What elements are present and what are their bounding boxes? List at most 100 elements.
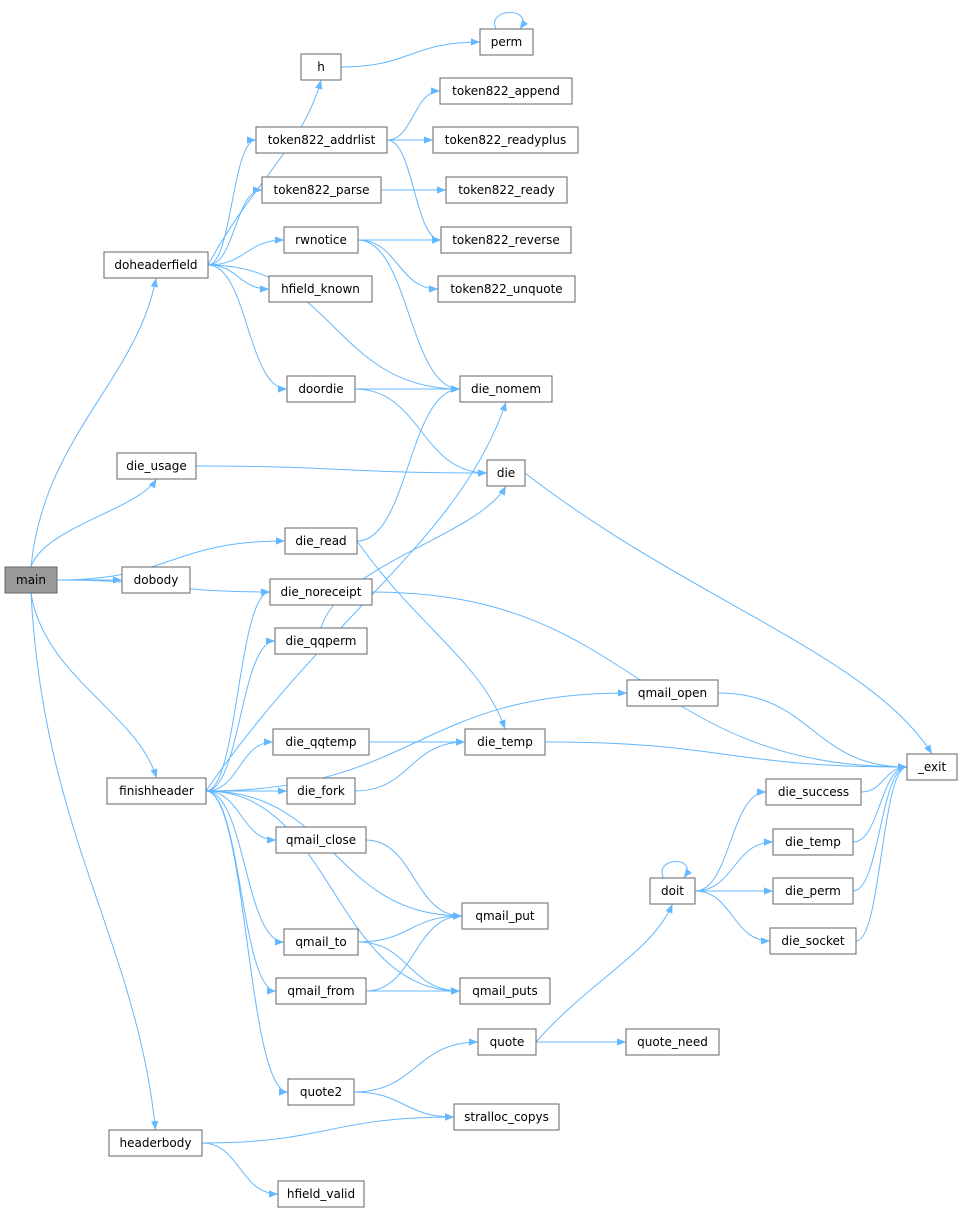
node-hfield_known[interactable]: hfield_known xyxy=(268,275,373,303)
node-box xyxy=(440,226,572,254)
edge-qmail_open-to-_exit xyxy=(717,692,908,771)
node-main[interactable]: main xyxy=(4,566,58,594)
node-token822_readyplus[interactable]: token822_readyplus xyxy=(432,126,579,154)
node-label: doheaderfield xyxy=(114,258,197,272)
node-die_read[interactable]: die_read xyxy=(284,527,358,555)
node-label: doit xyxy=(661,884,684,898)
node-box xyxy=(103,251,209,279)
node-token822_parse[interactable]: token822_parse xyxy=(261,176,382,204)
node-box xyxy=(464,728,546,756)
node-qmail_from[interactable]: qmail_from xyxy=(275,977,367,1005)
node-label: die_perm xyxy=(785,884,841,898)
node-label: qmail_close xyxy=(286,833,356,847)
edge-finishheader-to-qmail_to xyxy=(205,790,285,946)
node-qmail_open[interactable]: qmail_open xyxy=(626,679,719,707)
node-qmail_to[interactable]: qmail_to xyxy=(283,928,359,956)
node-box xyxy=(108,1129,203,1157)
node-label: die_success xyxy=(778,785,849,799)
node-die_nomem[interactable]: die_nomem xyxy=(459,375,553,403)
node-box xyxy=(286,375,356,403)
node-box xyxy=(261,176,382,204)
edge-doit-to-die_success xyxy=(694,788,767,892)
edge-finishheader-to-qmail_puts xyxy=(205,790,461,995)
node-stralloc_copys[interactable]: stralloc_copys xyxy=(453,1103,560,1131)
node-box xyxy=(116,452,197,480)
node-token822_unquote[interactable]: token822_unquote xyxy=(437,275,576,303)
node-box xyxy=(300,53,342,81)
node-doheaderfield[interactable]: doheaderfield xyxy=(103,251,209,279)
node-die_qqtemp[interactable]: die_qqtemp xyxy=(272,728,370,756)
node-qmail_close[interactable]: qmail_close xyxy=(275,826,367,854)
node-label: token822_parse xyxy=(274,183,370,197)
node-token822_ready[interactable]: token822_ready xyxy=(445,176,568,204)
edge-doheaderfield-to-doordie xyxy=(207,264,288,393)
node-label: qmail_from xyxy=(287,984,354,998)
node-die_fork[interactable]: die_fork xyxy=(286,777,356,805)
node-token822_reverse[interactable]: token822_reverse xyxy=(440,226,572,254)
node-box xyxy=(275,977,367,1005)
edge-main-to-headerbody xyxy=(30,592,159,1131)
node-box xyxy=(772,828,854,856)
node-finishheader[interactable]: finishheader xyxy=(106,777,207,805)
edge-die_usage-to-die xyxy=(195,465,488,477)
node-qmail_puts[interactable]: qmail_puts xyxy=(459,977,551,1005)
node-box xyxy=(255,126,388,154)
node-quote2[interactable]: quote2 xyxy=(287,1078,355,1106)
node-box xyxy=(432,126,579,154)
edge-doit-to-die_socket xyxy=(694,890,771,945)
node-die_temp[interactable]: die_temp xyxy=(464,728,546,756)
node-qmail_put[interactable]: qmail_put xyxy=(461,902,549,930)
node-die_success[interactable]: die_success xyxy=(765,778,862,806)
edges-layer xyxy=(30,12,933,1198)
edge-die_perm-to-_exit xyxy=(852,763,908,892)
node-label: qmail_open xyxy=(638,686,707,700)
edge-main-to-die_usage xyxy=(30,478,157,568)
node-box xyxy=(477,1028,537,1056)
node-token822_addrlist[interactable]: token822_addrlist xyxy=(255,126,388,154)
node-die_socket[interactable]: die_socket xyxy=(769,927,857,955)
edge-qmail_to-to-qmail_puts xyxy=(357,941,461,995)
node-quote[interactable]: quote xyxy=(477,1028,537,1056)
edge-headerbody-to-stralloc_copys xyxy=(201,1113,455,1144)
node-doordie[interactable]: doordie xyxy=(286,375,356,403)
node-die_usage[interactable]: die_usage xyxy=(116,452,197,480)
node-label: token822_reverse xyxy=(452,233,560,247)
node-box xyxy=(439,77,573,105)
edge-qmail_to-to-qmail_put xyxy=(357,912,463,943)
node-label: die_qqtemp xyxy=(286,735,357,749)
node-die[interactable]: die xyxy=(486,459,526,487)
node-die_qqperm[interactable]: die_qqperm xyxy=(274,627,368,655)
edge-die-to-_exit xyxy=(524,472,933,755)
node-_exit[interactable]: _exit xyxy=(906,753,958,781)
node-label: token822_ready xyxy=(458,183,555,197)
edge-die_temp-to-_exit xyxy=(544,741,908,771)
node-die_perm[interactable]: die_perm xyxy=(772,877,854,905)
node-hfield_valid[interactable]: hfield_valid xyxy=(277,1180,365,1208)
node-quote_need[interactable]: quote_need xyxy=(625,1028,720,1056)
node-box xyxy=(437,275,576,303)
node-doit[interactable]: doit xyxy=(649,877,696,905)
node-h[interactable]: h xyxy=(300,53,342,81)
node-perm[interactable]: perm xyxy=(479,28,534,56)
node-rwnotice[interactable]: rwnotice xyxy=(283,226,359,254)
node-dobody[interactable]: dobody xyxy=(121,566,191,594)
edge-main-to-die_read xyxy=(56,537,286,581)
node-label: rwnotice xyxy=(295,233,347,247)
edge-die_read-to-die_nomem xyxy=(356,385,461,542)
node-token822_append[interactable]: token822_append xyxy=(439,77,573,105)
node-doit_die_temp[interactable]: die_temp xyxy=(772,828,854,856)
node-box xyxy=(453,1103,560,1131)
node-label: h xyxy=(317,60,325,74)
edge-quote2-to-quote xyxy=(353,1038,479,1093)
node-label: headerbody xyxy=(120,1136,192,1150)
edge-qmail_from-to-qmail_put xyxy=(365,912,463,992)
node-label: die_temp xyxy=(477,735,533,749)
node-label: die_usage xyxy=(126,459,187,473)
node-box xyxy=(649,877,696,905)
node-headerbody[interactable]: headerbody xyxy=(108,1129,203,1157)
node-label: die_fork xyxy=(297,784,345,798)
node-label: _exit xyxy=(917,760,947,774)
node-label: perm xyxy=(491,35,522,49)
node-die_noreceipt[interactable]: die_noreceipt xyxy=(269,578,373,606)
